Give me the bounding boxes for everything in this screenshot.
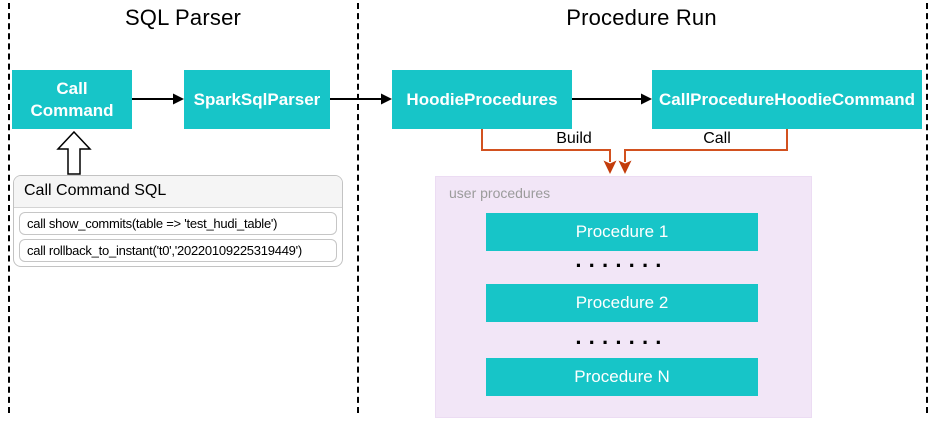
node-procedure-2: Procedure 2 bbox=[486, 284, 758, 322]
user-procedures-label: user procedures bbox=[449, 185, 551, 201]
sql-example-row: call show_commits(table => 'test_hudi_ta… bbox=[19, 212, 337, 235]
node-procedure-n: Procedure N bbox=[486, 358, 758, 396]
arrow-callcommand-to-sparksqlparser bbox=[132, 93, 184, 105]
edge-label-build: Build bbox=[556, 130, 592, 147]
node-hoodie-procedures-label: HoodieProcedures bbox=[406, 89, 558, 109]
arrow-sparksqlparser-to-hoodieprocedures bbox=[330, 93, 392, 105]
node-call-procedure-hoodie-command: CallProcedureHoodieCommand bbox=[652, 70, 922, 129]
node-spark-sql-parser: SparkSqlParser bbox=[184, 70, 330, 129]
edge-label-call: Call bbox=[703, 130, 731, 147]
node-hoodie-procedures: HoodieProcedures bbox=[392, 70, 572, 129]
dashed-border-right bbox=[926, 3, 928, 413]
sql-example-row: call rollback_to_instant('t0','202201092… bbox=[19, 239, 337, 262]
node-call-procedure-hoodie-command-label: CallProcedureHoodieCommand bbox=[659, 89, 915, 109]
node-call-command-label: Call Command bbox=[30, 79, 114, 120]
section-title-procedure-run: Procedure Run bbox=[566, 5, 717, 30]
node-procedure-2-label: Procedure 2 bbox=[575, 293, 669, 312]
node-procedure-n-label: Procedure N bbox=[574, 367, 670, 386]
dashed-border-middle bbox=[357, 3, 359, 413]
hollow-up-arrow bbox=[56, 130, 92, 175]
node-procedure-1: Procedure 1 bbox=[486, 213, 758, 251]
node-spark-sql-parser-label: SparkSqlParser bbox=[193, 89, 321, 109]
arrow-hoodieprocedures-to-callprocedure bbox=[572, 93, 652, 105]
node-procedure-1-label: Procedure 1 bbox=[575, 222, 669, 241]
ellipsis-dots: ······· bbox=[575, 330, 669, 355]
sql-box-header: Call Command SQL bbox=[14, 176, 342, 208]
node-call-command: Call Command bbox=[12, 70, 132, 129]
section-title-sql-parser: SQL Parser bbox=[124, 5, 242, 30]
user-procedures-panel: user procedures Procedure 1 ······· Proc… bbox=[435, 176, 812, 418]
call-command-sql-box: Call Command SQL call show_commits(table… bbox=[13, 175, 343, 267]
ellipsis-dots: ······· bbox=[575, 253, 669, 278]
dashed-border-left bbox=[8, 3, 10, 413]
